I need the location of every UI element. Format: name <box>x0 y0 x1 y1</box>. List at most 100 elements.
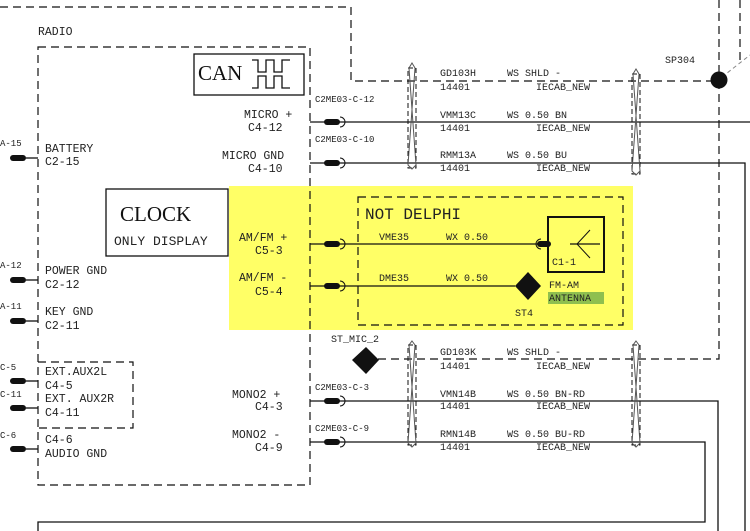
left-pin-audio-gnd[interactable]: C-6 C4-6 AUDIO GND <box>0 431 107 461</box>
svg-text:MICRO GND: MICRO GND <box>222 150 284 163</box>
right-pin-amfm-plus[interactable]: AM/FM + C5-3 <box>239 232 346 258</box>
svg-text:MICRO +: MICRO + <box>244 109 292 122</box>
splice-st-mic-2[interactable]: ST_MIC_2 <box>331 335 379 374</box>
svg-text:C4-12: C4-12 <box>248 122 283 135</box>
can-bus-box: CAN <box>193 53 305 96</box>
right-pin-micro-plus[interactable]: MICRO + C4-12 C2ME03-C-12 <box>244 95 750 135</box>
svg-text:WS SHLD -: WS SHLD - <box>507 348 561 359</box>
not-delphi-box: NOT DELPHI VME35 WX 0.50 DME35 WX 0.50 <box>310 196 624 326</box>
radio-box <box>37 46 311 486</box>
shield-line-right <box>368 81 720 360</box>
right-pin-micro-gnd[interactable]: MICRO GND C4-10 C2ME03-C-10 <box>222 135 746 531</box>
svg-text:C2ME03-C-9: C2ME03-C-9 <box>315 424 369 434</box>
svg-text:RMN14B: RMN14B <box>440 430 476 441</box>
can-waveform-icon <box>252 59 290 73</box>
svg-text:C2-15: C2-15 <box>45 156 80 169</box>
svg-text:C2-11: C2-11 <box>45 320 80 333</box>
svg-text:C4-5: C4-5 <box>45 380 73 393</box>
svg-text:C4-11: C4-11 <box>45 407 80 420</box>
svg-text:C5-3: C5-3 <box>255 245 283 258</box>
svg-text:GD103H: GD103H <box>440 69 476 80</box>
left-pin-key-gnd[interactable]: A-11 KEY GND C2-11 <box>0 302 93 333</box>
left-pin-power-gnd[interactable]: A-12 POWER GND C2-12 <box>0 261 107 292</box>
svg-text:IECAB_NEW: IECAB_NEW <box>536 362 590 373</box>
svg-text:WS 0.50 BU-RD: WS 0.50 BU-RD <box>507 430 585 441</box>
svg-text:C-11: C-11 <box>0 390 22 400</box>
svg-text:IECAB_NEW: IECAB_NEW <box>536 83 590 94</box>
svg-text:WS 0.50 BN: WS 0.50 BN <box>507 111 567 122</box>
svg-text:14401: 14401 <box>440 124 470 135</box>
svg-text:C4-3: C4-3 <box>255 401 283 414</box>
svg-text:C4-9: C4-9 <box>255 442 283 455</box>
svg-text:IECAB_NEW: IECAB_NEW <box>536 124 590 135</box>
svg-text:ONLY DISPLAY: ONLY DISPLAY <box>114 234 208 249</box>
wire-dme35: DME35 <box>379 274 409 285</box>
svg-text:SP304: SP304 <box>665 56 695 67</box>
svg-text:C4-10: C4-10 <box>248 163 283 176</box>
cable-rmm13a: RMM13A WS 0.50 BU 14401 IECAB_NEW <box>440 151 590 175</box>
svg-text:VMN14B: VMN14B <box>440 390 476 401</box>
wire-dme35-spec: WX 0.50 <box>446 274 488 285</box>
svg-text:AM/FM -: AM/FM - <box>239 272 287 285</box>
svg-text:A-11: A-11 <box>0 302 22 312</box>
svg-text:C4-6: C4-6 <box>45 434 73 447</box>
svg-text:NOT DELPHI: NOT DELPHI <box>365 206 461 224</box>
svg-text:IECAB_NEW: IECAB_NEW <box>536 164 590 175</box>
svg-text:IECAB_NEW: IECAB_NEW <box>536 402 590 413</box>
antenna-label-highlight <box>548 292 604 304</box>
svg-text:AM/FM +: AM/FM + <box>239 232 287 245</box>
svg-text:POWER GND: POWER GND <box>45 265 107 278</box>
svg-text:A-12: A-12 <box>0 261 22 271</box>
svg-text:14401: 14401 <box>440 443 470 454</box>
svg-text:14401: 14401 <box>440 83 470 94</box>
svg-text:ANTENNA: ANTENNA <box>549 294 591 305</box>
svg-text:C2ME03-C-3: C2ME03-C-3 <box>315 383 369 393</box>
svg-text:ST_MIC_2: ST_MIC_2 <box>331 335 379 346</box>
shield-diag <box>721 54 750 78</box>
svg-text:VMM13C: VMM13C <box>440 111 476 122</box>
svg-text:GD103K: GD103K <box>440 348 476 359</box>
svg-text:14401: 14401 <box>440 402 470 413</box>
wire-vme35: VME35 <box>379 233 409 244</box>
left-pin-aux2l[interactable]: C-5 EXT.AUX2L C4-5 <box>0 363 107 393</box>
svg-text:C2ME03-C-10: C2ME03-C-10 <box>315 135 374 145</box>
can-label: CAN <box>198 61 242 85</box>
svg-text:A-15: A-15 <box>0 139 22 149</box>
svg-text:WS 0.50 BN-RD: WS 0.50 BN-RD <box>507 390 585 401</box>
right-pin-mono2-minus[interactable]: MONO2 - C4-9 C2ME03-C-9 <box>37 424 706 531</box>
antenna-component[interactable]: C1-1 FM-AM ANTENNA <box>535 216 605 305</box>
aux-subbox <box>38 361 134 429</box>
svg-text:14401: 14401 <box>440 164 470 175</box>
right-pin-mono2-plus[interactable]: MONO2 + C4-3 C2ME03-C-3 <box>232 383 719 531</box>
twist-marker-bottom-right <box>631 340 641 448</box>
twist-marker-bottom-left <box>407 340 417 448</box>
cable-vmm13c: VMM13C WS 0.50 BN 14401 IECAB_NEW <box>440 111 590 135</box>
svg-text:C-6: C-6 <box>0 431 16 441</box>
left-pin-aux2r[interactable]: C-11 EXT. AUX2R C4-11 <box>0 390 114 420</box>
svg-text:C2ME03-C-12: C2ME03-C-12 <box>315 95 374 105</box>
svg-text:C5-4: C5-4 <box>255 286 283 299</box>
highlight-region <box>229 186 633 330</box>
cable-gd103k: GD103K WS SHLD - 14401 IECAB_NEW <box>440 348 590 373</box>
shield-line-top <box>0 6 719 82</box>
svg-text:KEY GND: KEY GND <box>45 306 93 319</box>
svg-text:AUDIO GND: AUDIO GND <box>45 448 107 461</box>
antenna-icon <box>576 229 591 259</box>
splice-sp304[interactable]: SP304 <box>665 56 728 89</box>
svg-text:MONO2 +: MONO2 + <box>232 389 280 402</box>
svg-text:FM-AM: FM-AM <box>549 281 579 292</box>
cable-vmn14b: VMN14B WS 0.50 BN-RD 14401 IECAB_NEW <box>440 390 590 413</box>
cable-gd103h: GD103H WS SHLD - 14401 IECAB_NEW <box>440 69 590 94</box>
svg-text:WS 0.50 BU: WS 0.50 BU <box>507 151 567 162</box>
left-pin-battery[interactable]: A-15 BATTERY C2-15 <box>0 139 93 169</box>
radio-title: RADIO <box>38 26 73 39</box>
wire-vme35-spec: WX 0.50 <box>446 233 488 244</box>
splice-st4[interactable]: ST4 <box>515 272 541 320</box>
svg-text:RMM13A: RMM13A <box>440 151 476 162</box>
svg-text:BATTERY: BATTERY <box>45 143 93 156</box>
svg-text:IECAB_NEW: IECAB_NEW <box>536 443 590 454</box>
cable-rmn14b: RMN14B WS 0.50 BU-RD 14401 IECAB_NEW <box>440 430 590 454</box>
twist-marker-top-left <box>407 62 417 170</box>
svg-text:C1-1: C1-1 <box>552 258 576 269</box>
